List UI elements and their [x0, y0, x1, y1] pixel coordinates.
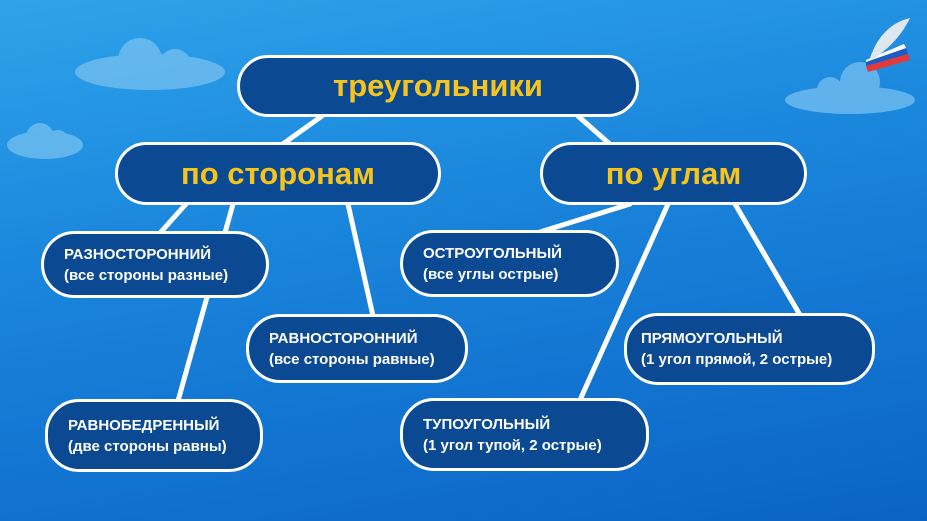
leaf-scalene: РАЗНОСТОРОННИЙ (все стороны разные) [41, 231, 269, 298]
leaf-desc: (две стороны равны) [68, 437, 227, 455]
logo-feather-book-icon [866, 18, 910, 72]
leaf-title: ОСТРОУГОЛЬНЫЙ [423, 244, 562, 262]
leaf-title: ПРЯМОУГОЛЬНЫЙ [641, 330, 783, 347]
line-root-angles [575, 113, 615, 149]
category-by-angles: по углам [540, 142, 807, 205]
leaf-right: ПРЯМОУГОЛЬНЫЙ (1 угол прямой, 2 острые) [624, 313, 875, 385]
category-by-sides: по сторонам [115, 142, 441, 205]
cloud-top [75, 38, 225, 90]
leaf-isosceles: РАВНОБЕДРЕННЫЙ (две стороны равны) [45, 399, 263, 472]
cloud-right [785, 62, 915, 114]
leaf-acute: ОСТРОУГОЛЬНЫЙ (все углы острые) [400, 230, 619, 297]
leaf-desc: (1 угол прямой, 2 острые) [641, 351, 833, 368]
leaf-title: РАВНОБЕДРЕННЫЙ [68, 416, 220, 434]
leaf-desc: (все стороны разные) [64, 266, 229, 284]
leaf-title: РАЗНОСТОРОННИЙ [64, 245, 212, 263]
leaf-desc: (все углы острые) [423, 265, 559, 283]
leaf-title: РАВНОСТОРОННИЙ [269, 329, 418, 347]
cloud-left [7, 123, 83, 159]
leaf-title: ТУПОУГОЛЬНЫЙ [423, 415, 551, 433]
leaf-desc: (все стороны равные) [269, 350, 435, 368]
line-angles-acute [537, 201, 633, 235]
line-root-sides [277, 113, 325, 149]
leaf-equilateral: РАВНОСТОРОННИЙ (все стороны равные) [246, 314, 468, 383]
leaf-obtuse: ТУПОУГОЛЬНЫЙ (1 угол тупой, 2 острые) [400, 398, 649, 471]
category-label: по сторонам [181, 155, 375, 191]
line-sides-equilateral [345, 201, 376, 319]
leaf-desc: (1 угол тупой, 2 острые) [423, 436, 602, 454]
line-sides-scalene [157, 201, 189, 236]
line-angles-obtuse [577, 201, 671, 403]
line-angles-right [732, 201, 803, 318]
category-label: по углам [605, 155, 742, 191]
root-node: треугольники [237, 55, 639, 117]
root-label: треугольники [333, 68, 543, 103]
